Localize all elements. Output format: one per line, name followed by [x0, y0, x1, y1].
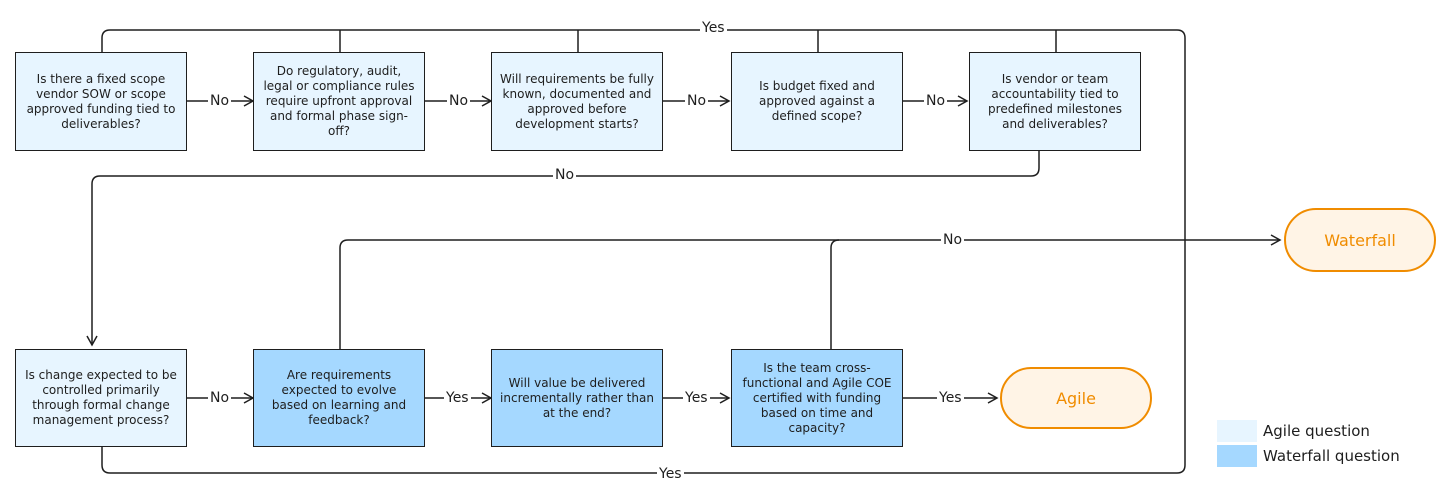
question-text: Is the team cross-functional and Agile C… — [742, 360, 892, 435]
question-regulatory: Do regulatory, audit, legal or complianc… — [253, 52, 425, 151]
outcome-label: Waterfall — [1324, 230, 1396, 250]
question-text: Will requirements be fully known, docume… — [500, 71, 654, 131]
edge-q7-no — [339, 234, 1282, 349]
legend-agile: Agile question — [1217, 420, 1370, 442]
outcome-agile: Agile — [1000, 367, 1152, 429]
edge-label-no-waterfall: No — [941, 232, 965, 248]
question-text: Is there a fixed scope vendor SOW or sco… — [26, 71, 176, 131]
question-requirements-evolve: Are requirements expected to evolve base… — [253, 349, 425, 447]
legend-agile-swatch — [1217, 420, 1257, 442]
edge-label-no-q4: No — [924, 93, 948, 109]
edge-label-no-q5: No — [553, 167, 577, 183]
edge-label-no-q6: No — [208, 390, 232, 406]
edge-label-no-q2: No — [447, 93, 471, 109]
legend-waterfall: Waterfall question — [1217, 445, 1400, 467]
question-text: Is vendor or team accountability tied to… — [988, 71, 1122, 131]
edge-label-yes-q8: Yes — [683, 390, 710, 406]
question-fixed-scope: Is there a fixed scope vendor SOW or sco… — [15, 52, 187, 151]
question-text: Will value be delivered incrementally ra… — [500, 375, 654, 420]
edge-q6-yes — [101, 240, 1186, 474]
outcome-label: Agile — [1056, 388, 1096, 408]
question-cross-functional-team: Is the team cross-functional and Agile C… — [731, 349, 903, 447]
question-incremental-value: Will value be delivered incrementally ra… — [491, 349, 663, 447]
question-change-controlled: Is change expected to be controlled prim… — [15, 349, 187, 447]
legend-waterfall-swatch — [1217, 445, 1257, 467]
edge-label-no-q3: No — [685, 93, 709, 109]
outcome-waterfall: Waterfall — [1284, 208, 1436, 272]
question-requirements-known: Will requirements be fully known, docume… — [491, 52, 663, 151]
question-text: Are requirements expected to evolve base… — [271, 368, 407, 427]
edge-label-yes-bottom: Yes — [657, 466, 684, 482]
question-text: Is change expected to be controlled prim… — [25, 368, 177, 427]
edge-label-no-q1: No — [208, 93, 232, 109]
legend-agile-label: Agile question — [1263, 422, 1370, 440]
question-text: Is budget fixed and approved against a d… — [759, 79, 875, 123]
edge-label-yes-q7: Yes — [444, 390, 471, 406]
question-accountability: Is vendor or team accountability tied to… — [969, 52, 1141, 151]
legend-waterfall-label: Waterfall question — [1263, 447, 1400, 465]
edge-q9-no — [830, 239, 840, 349]
question-budget-fixed: Is budget fixed and approved against a d… — [731, 52, 903, 151]
question-text: Do regulatory, audit, legal or complianc… — [263, 64, 415, 138]
edge-label-yes-q9: Yes — [937, 390, 964, 406]
edge-yes-top-bus — [101, 29, 1186, 240]
edge-label-yes-top: Yes — [700, 20, 727, 36]
